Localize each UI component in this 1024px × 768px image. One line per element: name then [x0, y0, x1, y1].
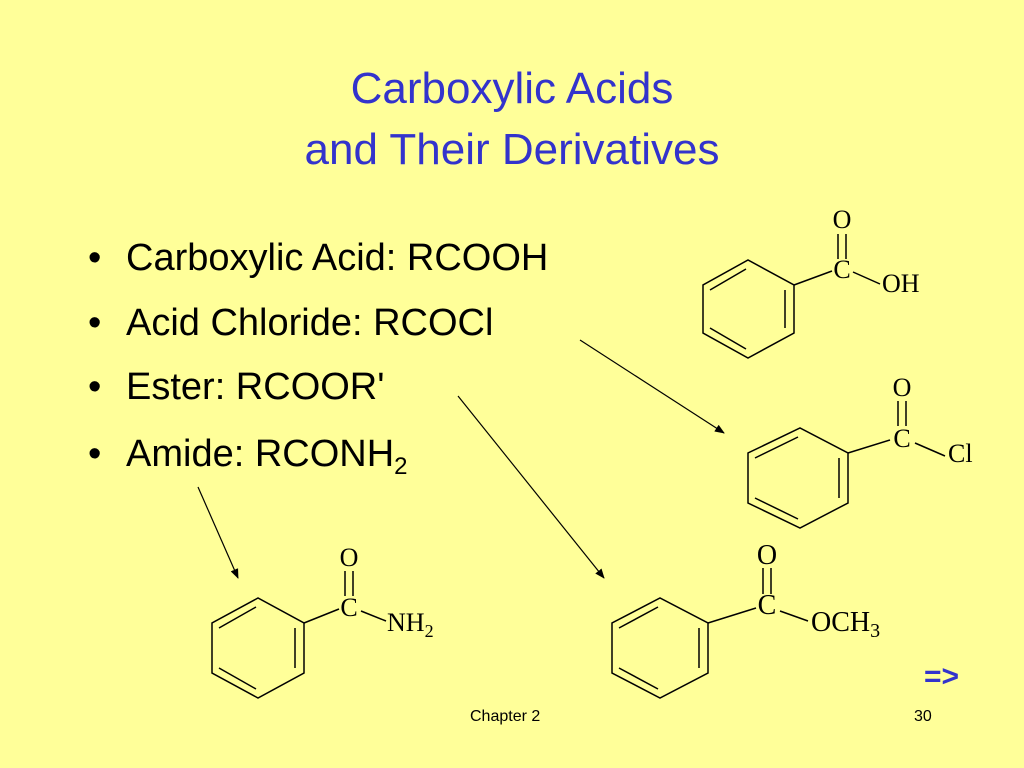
- bullet-acid-chloride: • Acid Chloride: RCOCl: [88, 298, 493, 348]
- oxygen-label: O: [340, 543, 359, 572]
- c-substituent-bond: [852, 271, 881, 285]
- ring-to-carbonyl-bond: [707, 607, 757, 624]
- bullet-marker: •: [88, 433, 102, 475]
- c-substituent-bond: [779, 610, 809, 622]
- carbon-label: C: [758, 590, 777, 621]
- next-slide-indicator: =>: [924, 660, 960, 693]
- oxygen-label: O: [833, 205, 852, 234]
- benzene-ring: [211, 597, 305, 699]
- benzene-ring: [611, 597, 709, 699]
- bullet-marker: •: [88, 237, 102, 279]
- amino-label: NH2: [387, 608, 434, 641]
- bullet-text: Amide: RCONH: [126, 433, 395, 475]
- structure-amide: [211, 571, 387, 699]
- arrow-to-acid-chloride: [579, 339, 725, 434]
- structure-ester: [611, 568, 809, 699]
- bullet-marker: •: [88, 302, 102, 344]
- carbon-label: C: [893, 424, 910, 453]
- bullet-subscript: 2: [394, 453, 408, 480]
- bullet-text: Carboxylic Acid: RCOOH: [126, 237, 549, 279]
- ring-to-carbonyl-bond: [303, 608, 340, 624]
- c-substituent-bond: [914, 442, 946, 457]
- ring-to-carbonyl-bond: [847, 439, 891, 454]
- slide-title-line-2: and Their Derivatives: [304, 125, 720, 174]
- bullet-ester: • Ester: RCOOR': [88, 362, 385, 412]
- bullet-amide: • Amide: RCONH2: [88, 429, 408, 479]
- carbon-label: C: [340, 593, 357, 622]
- bullet-carboxylic-acid: • Carboxylic Acid: RCOOH: [88, 233, 548, 283]
- chloride-label: Cl: [948, 439, 973, 468]
- bullet-marker: •: [88, 366, 102, 408]
- bullet-text: Acid Chloride: RCOCl: [126, 302, 494, 344]
- arrow-to-ester: [457, 395, 605, 579]
- c-substituent-bond: [360, 610, 387, 622]
- bullet-text: Ester: RCOOR': [126, 366, 385, 408]
- slide-title-line-1: Carboxylic Acids: [350, 64, 674, 113]
- benzene-ring: [747, 427, 849, 529]
- hydroxyl-label: OH: [882, 269, 920, 298]
- methoxy-label: OCH3: [811, 607, 880, 642]
- ring-to-carbonyl-bond: [793, 270, 833, 286]
- structure-benzoic-acid: [702, 234, 881, 359]
- benzene-ring: [702, 259, 795, 359]
- carbon-label: C: [833, 255, 850, 284]
- footer-page-number: 30: [914, 708, 932, 725]
- structure-acid-chloride: [747, 401, 946, 529]
- footer-chapter: Chapter 2: [470, 708, 541, 725]
- arrow-to-amide: [197, 486, 239, 579]
- oxygen-label: O: [757, 540, 777, 571]
- oxygen-label: O: [893, 373, 912, 402]
